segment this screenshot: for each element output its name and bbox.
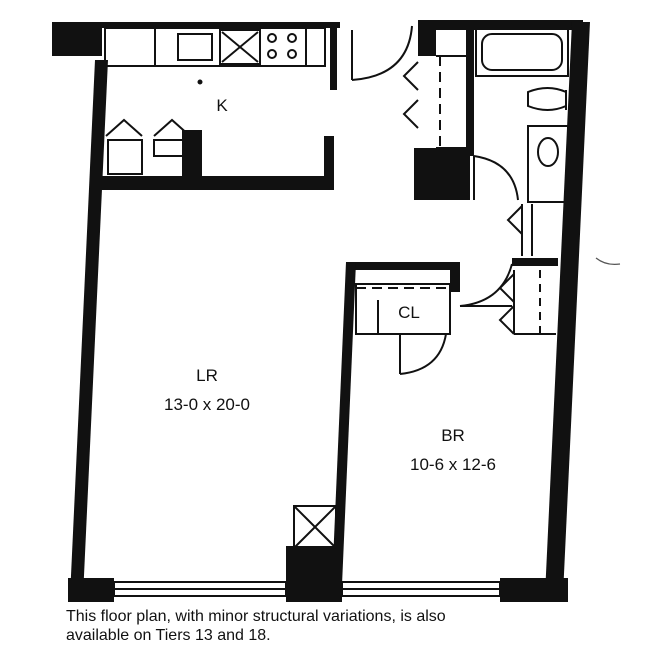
kitchen-right-wall-stub <box>324 136 334 190</box>
kitchen-cabinet <box>153 139 185 157</box>
bottom-right-corner-block <box>500 578 568 602</box>
right-exterior-wall <box>545 22 590 595</box>
kitchen-right-wall-top <box>330 26 337 90</box>
bottom-left-corner-block <box>68 578 114 602</box>
kitchen-sink <box>177 33 213 61</box>
toilet-icon <box>527 87 567 111</box>
living-room-dimensions: 13-0 x 20-0 <box>164 395 250 414</box>
burner-icon <box>267 33 277 43</box>
bedroom-dimensions: 10-6 x 12-6 <box>410 455 496 474</box>
bedroom-top-wall <box>348 262 458 270</box>
windows <box>113 581 501 597</box>
floor-plan-caption: This floor plan, with minor structural v… <box>66 607 636 645</box>
hall-closet-bifold-door-lower <box>402 99 419 129</box>
caption-line-2: available on Tiers 13 and 18. <box>66 627 271 644</box>
walls <box>52 20 590 602</box>
kitchen-label: K <box>216 96 228 115</box>
kitchen-wall-pier <box>182 130 202 180</box>
left-exterior-wall <box>70 60 108 597</box>
caption-line-1: This floor plan, with minor structural v… <box>66 608 446 625</box>
bedroom-left-wall <box>332 262 356 585</box>
bathtub <box>475 27 569 77</box>
bathroom-fixtures <box>475 27 569 203</box>
kitchen-fixtures <box>104 27 326 175</box>
refrigerator <box>107 139 143 175</box>
living-room-label: LR <box>196 366 218 385</box>
vanity <box>527 125 569 203</box>
bath-closet-back <box>466 26 474 156</box>
top-left-corner-block <box>52 22 102 56</box>
bedroom-closet <box>355 283 451 335</box>
kitchen-counter <box>104 27 326 67</box>
hall-pillar <box>414 148 470 200</box>
hall-closet-bifold-door-upper <box>402 61 419 91</box>
kitchen-bottom-wall <box>100 176 332 190</box>
bath-top-wall <box>418 20 583 30</box>
sink-icon <box>537 137 559 167</box>
bath-closet-divider <box>512 258 558 266</box>
closet-label: CL <box>398 303 420 322</box>
hall-column-top <box>418 26 436 56</box>
kitchen-top-wall <box>100 22 340 28</box>
hall-closet <box>402 55 466 149</box>
mechanical-shaft <box>293 505 337 549</box>
dishwasher-icon <box>219 29 261 65</box>
bedroom-label: BR <box>441 426 465 445</box>
bedroom-closet-side <box>450 262 460 292</box>
doors <box>351 25 556 375</box>
bottom-middle-block <box>286 546 342 602</box>
